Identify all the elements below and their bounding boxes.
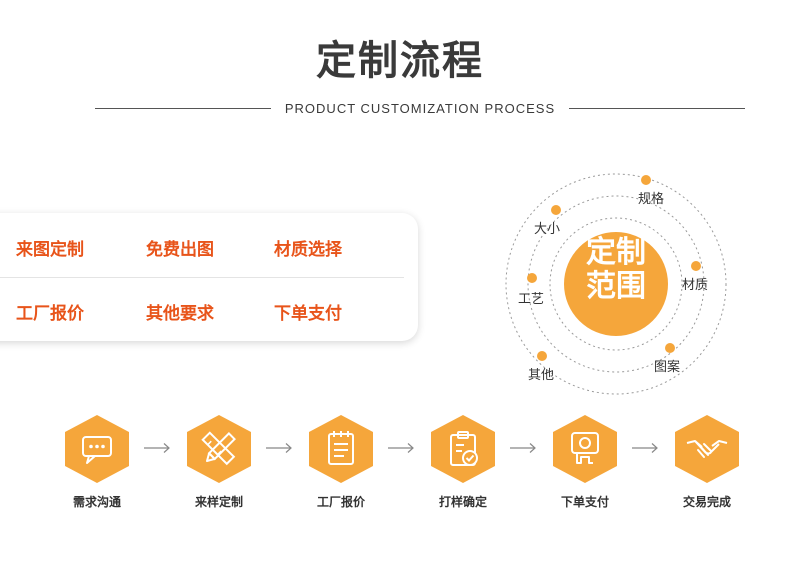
option-gong-chang-bao-jia: 工厂报价 — [16, 304, 84, 324]
arrow-right-icon — [388, 443, 414, 453]
step-hexagon — [553, 415, 617, 483]
step-hexagon — [309, 415, 373, 483]
notepad-icon — [328, 431, 354, 465]
arrow-right-icon — [144, 443, 170, 453]
step-hexagon — [65, 415, 129, 483]
page-subtitle: PRODUCT CUSTOMIZATION PROCESS — [284, 100, 556, 116]
step-label: 交易完成 — [682, 495, 731, 509]
middle-orbit — [527, 195, 705, 373]
arrow-right-icon — [510, 443, 536, 453]
step-hexagon — [675, 415, 739, 483]
scope-label-caizhi: 材质 — [682, 278, 709, 293]
step-label: 下单支付 — [560, 495, 609, 509]
option-xia-dan-zhi-fu: 下单支付 — [274, 304, 342, 324]
step-hexagon — [431, 415, 495, 483]
option-cai-zhi-xuan-ze: 材质选择 — [274, 240, 342, 260]
option-qi-ta-yao-qiu: 其他要求 — [146, 304, 214, 324]
inner-orbit — [549, 217, 683, 351]
step-label: 工厂报价 — [316, 495, 365, 509]
orbit-graphic — [505, 173, 727, 395]
scope-label-qita: 其他 — [528, 368, 555, 383]
option-lai-tu-ding-zhi: 来图定制 — [16, 240, 84, 260]
orbit-dot-guige — [641, 175, 651, 185]
subtitle-row: PRODUCT CUSTOMIZATION PROCESS — [95, 98, 745, 118]
custom-scope-diagram: 定制 范围 规格 大小 材质 工艺 图案 其他 — [498, 168, 738, 400]
outer-orbit — [505, 173, 727, 395]
scope-label-guige: 规格 — [638, 192, 665, 207]
center-disc — [564, 232, 668, 336]
orbit-dot-qita — [537, 351, 547, 361]
handshake-icon — [686, 440, 728, 458]
orbit-dot-gongyi — [527, 273, 537, 283]
step-hexagon — [187, 415, 251, 483]
divider-left — [95, 107, 271, 109]
options-card: 来图定制 免费出图 材质选择 工厂报价 其他要求 下单支付 — [0, 213, 418, 341]
arrow-right-icon — [632, 443, 658, 453]
scope-label-gongyi: 工艺 — [518, 292, 545, 307]
clipboard-check-icon — [450, 431, 478, 466]
divider-right — [569, 107, 745, 109]
orbit-dot-caizhi — [691, 261, 701, 271]
scope-label-daxiao: 大小 — [534, 222, 561, 237]
option-mian-fei-chu-tu: 免费出图 — [146, 240, 214, 260]
chat-bubble-icon — [82, 436, 112, 464]
card-divider — [0, 277, 404, 278]
scope-center-line1: 定制 — [586, 235, 646, 270]
payment-icon — [571, 432, 599, 464]
step-label: 来样定制 — [194, 495, 243, 509]
scope-center-line2: 范围 — [586, 269, 646, 304]
scope-center-text: 定制 范围 — [568, 236, 664, 304]
page-title: 定制流程 — [316, 38, 484, 84]
step-label: 打样确定 — [438, 495, 487, 509]
orbit-dot-daxiao — [551, 205, 561, 215]
step-label: 需求沟通 — [72, 495, 121, 509]
arrow-right-icon — [266, 443, 292, 453]
scope-label-tuan: 图案 — [654, 360, 681, 375]
orbit-dot-tuan — [665, 343, 675, 353]
pencil-ruler-icon — [201, 431, 236, 466]
